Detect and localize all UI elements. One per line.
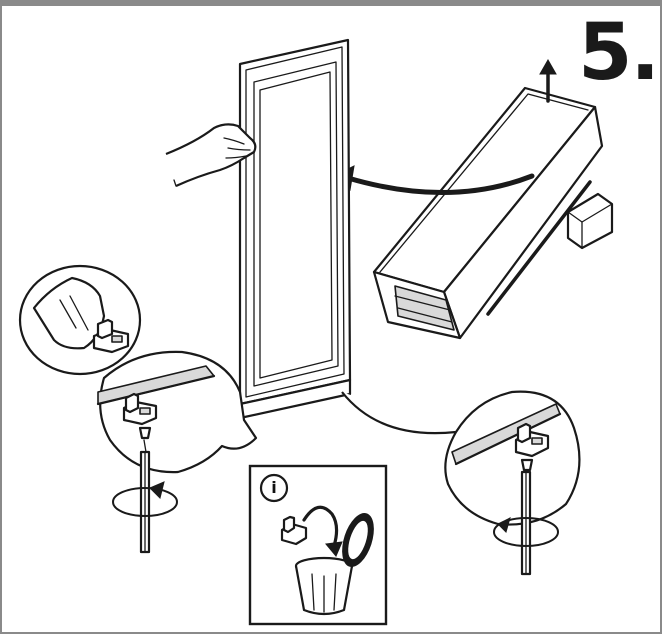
screwdriver-icon — [139, 450, 151, 554]
hinge-magnifier-right — [341, 390, 581, 526]
hinge-bracket-icon — [514, 422, 550, 458]
rotation-arrow-icon — [112, 481, 178, 517]
arrow-up-icon — [539, 58, 557, 103]
rotation-arrow-icon — [493, 517, 559, 547]
refrigerator-body-icon — [372, 86, 614, 340]
hinge-bracket-icon — [92, 318, 130, 354]
parts-bag-callout — [18, 264, 142, 376]
info-box — [248, 464, 388, 626]
parts-bag-icon — [32, 276, 106, 350]
hand-holding-door-icon — [165, 123, 257, 188]
info-symbol: i — [271, 478, 277, 497]
hinge-bracket-icon — [280, 515, 308, 546]
screwdriver-icon — [520, 470, 532, 576]
step-number: 5. — [578, 8, 660, 98]
hinge-bracket-icon — [122, 392, 158, 426]
info-icon — [259, 473, 289, 503]
trash-bin-icon — [294, 513, 374, 616]
refrigerator-door-icon — [238, 38, 352, 420]
hinge-magnifier-left — [96, 350, 258, 474]
